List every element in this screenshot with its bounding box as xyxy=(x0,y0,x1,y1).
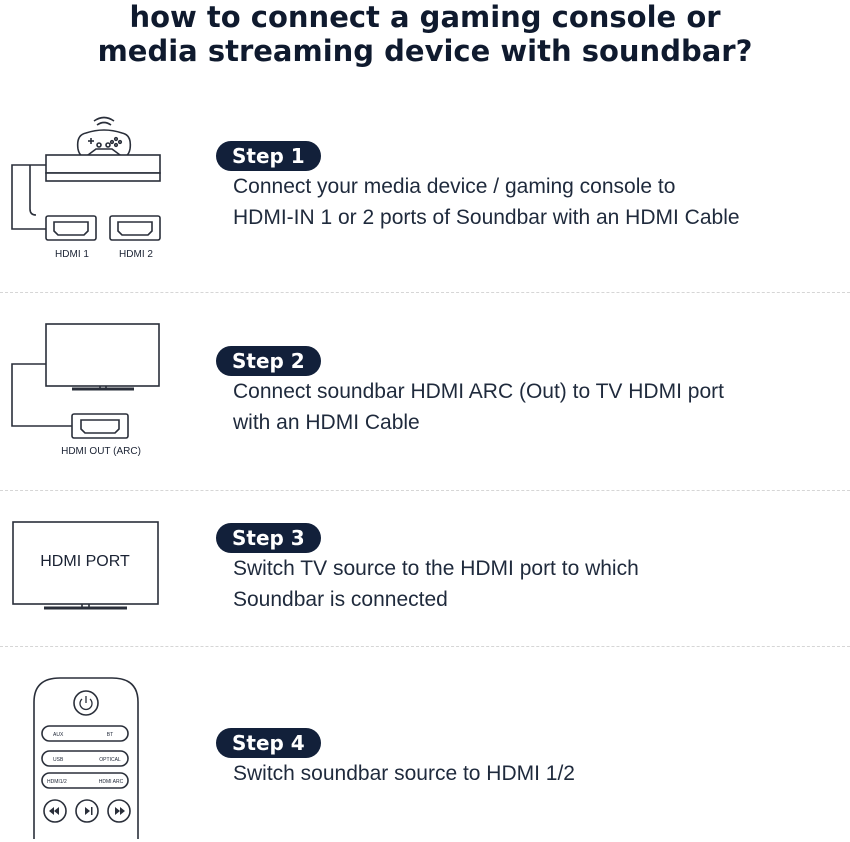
tv-source-illustration: HDMI PORT xyxy=(12,521,159,610)
previous-button-icon xyxy=(43,799,67,823)
next-button-icon xyxy=(107,799,131,823)
hdmi-1-label: HDMI 1 xyxy=(55,249,89,260)
remote-icon xyxy=(33,677,139,839)
remote-illustration: AUX BT USB OPTICAL HDMI1/2 HDMI ARC xyxy=(33,677,139,839)
console-icon xyxy=(45,154,161,174)
step-1-line-1: Connect your media device / gaming conso… xyxy=(233,175,676,198)
title-line-2: media streaming device with soundbar? xyxy=(97,34,753,68)
step-3-text: Switch TV source to the HDMI port to whi… xyxy=(233,553,833,615)
step-1-line-2: HDMI-IN 1 or 2 ports of Soundbar with an… xyxy=(233,206,740,229)
tv-icon xyxy=(45,323,160,387)
wifi-icon xyxy=(93,116,115,122)
hdmi-2-label: HDMI 2 xyxy=(119,249,153,260)
step-3-badge: Step 3 xyxy=(216,523,321,553)
hdmi12-button-label: HDMI1/2 xyxy=(47,779,67,785)
bt-button-label: BT xyxy=(107,732,113,738)
step-2-text: Connect soundbar HDMI ARC (Out) to TV HD… xyxy=(233,376,833,438)
hdmi-arc-button-label: HDMI ARC xyxy=(99,779,124,785)
step-4-text: Switch soundbar source to HDMI 1/2 xyxy=(233,758,833,789)
step-4-badge: Step 4 xyxy=(216,728,321,758)
aux-button-label: AUX xyxy=(53,732,64,738)
step-4-line-1: Switch soundbar source to HDMI 1/2 xyxy=(233,762,575,785)
optical-button-label: OPTICAL xyxy=(99,757,121,763)
divider-2 xyxy=(0,490,850,491)
tv-arc-illustration: HDMI OUT (ARC) xyxy=(11,323,160,457)
step-2-line-1: Connect soundbar HDMI ARC (Out) to TV HD… xyxy=(233,380,724,403)
step-1-badge: Step 1 xyxy=(216,141,321,171)
power-button-icon xyxy=(73,690,99,716)
step-1-text: Connect your media device / gaming conso… xyxy=(233,171,833,233)
step-3-line-2: Soundbar is connected xyxy=(233,588,448,611)
play-pause-button-icon xyxy=(75,799,99,823)
console-hdmi-illustration: HDMI 1 HDMI 2 xyxy=(11,116,161,260)
page-title: how to connect a gaming console or media… xyxy=(0,0,850,68)
divider-3 xyxy=(0,646,850,647)
tv-screen-icon xyxy=(12,521,159,605)
divider-1 xyxy=(0,292,850,293)
game-controller-icon xyxy=(76,129,132,157)
tv-screen-text: HDMI PORT xyxy=(40,553,130,570)
step-2-line-2: with an HDMI Cable xyxy=(233,411,420,434)
usb-button-label: USB xyxy=(53,757,64,763)
step-2-badge: Step 2 xyxy=(216,346,321,376)
step-3-line-1: Switch TV source to the HDMI port to whi… xyxy=(233,557,639,580)
title-line-1: how to connect a gaming console or xyxy=(129,0,721,34)
hdmi-out-arc-label: HDMI OUT (ARC) xyxy=(61,446,141,457)
